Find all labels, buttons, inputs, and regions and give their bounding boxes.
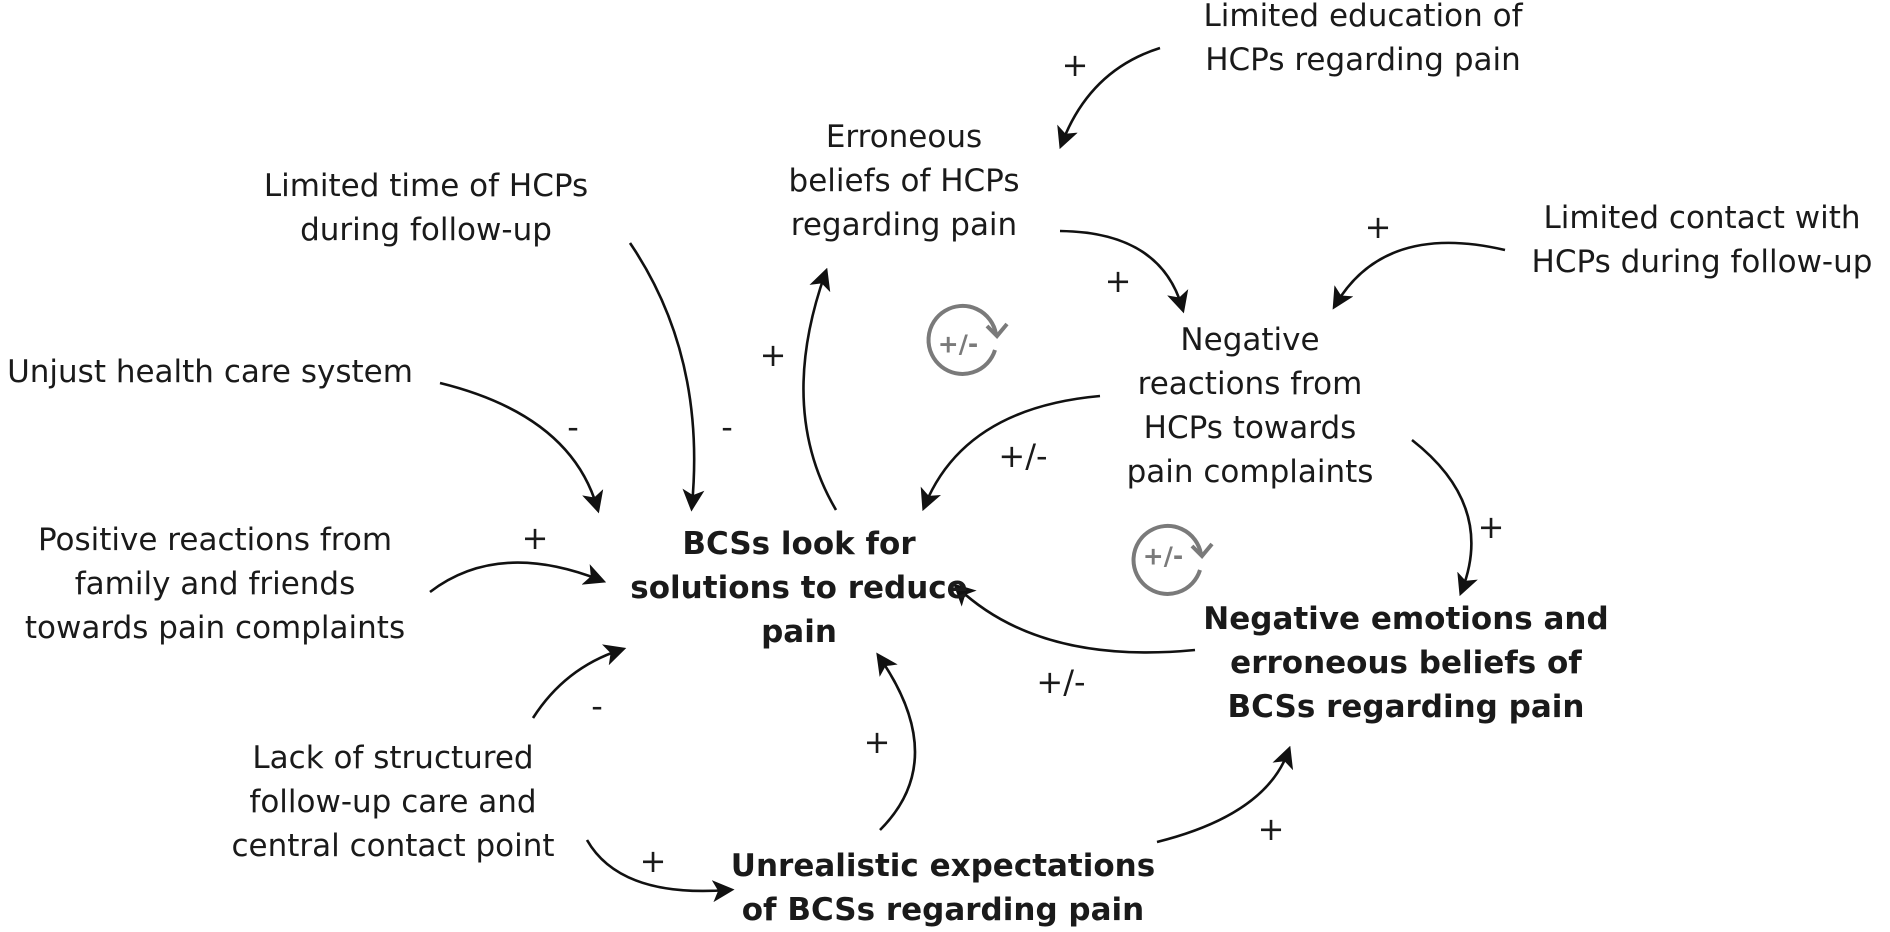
sign-negemo-bcs: +/- (1036, 663, 1086, 701)
sign-negreact-bcs: +/- (998, 437, 1048, 475)
node-unjust-health-care: Unjust health care system (7, 354, 413, 390)
sign-edu-err: + (1061, 46, 1089, 84)
sign-err-negreact: + (1104, 262, 1132, 300)
arrow-unreal-to-negemo (1156, 745, 1294, 844)
arrow-negreact-to-negemo (1411, 438, 1478, 597)
sign-unreal-bcs: + (863, 723, 891, 761)
arrow-contact-to-negreact (1332, 241, 1506, 310)
sign-lack-unreal: + (639, 842, 667, 880)
arrow-posreact-to-bcs (429, 561, 607, 594)
node-limited-education: Limited education of HCPs regarding pain (1203, 0, 1523, 78)
sign-lack-bcs: - (591, 687, 603, 725)
node-lack-of-structured-care: Lack of structured follow-up care and ce… (231, 740, 555, 864)
loop-symbol-lower (1131, 523, 1214, 596)
loop-label-upper: +/- (937, 329, 979, 359)
arrow-lack-to-unreal (585, 839, 735, 903)
arrow-bcs-to-err (802, 267, 838, 511)
arrow-err-to-negreact (1059, 229, 1189, 314)
arrow-lack-to-bcs (531, 644, 627, 719)
loop-label-lower: +/- (1142, 541, 1184, 571)
sign-time-bcs: - (721, 408, 733, 446)
arrow-time-to-bcs (628, 242, 705, 512)
node-limited-time: Limited time of HCPs during follow-up (263, 168, 589, 248)
node-limited-contact: Limited contact with HCPs during follow-… (1531, 200, 1873, 280)
node-negative-emotions-bcss: Negative emotions and erroneous beliefs … (1203, 601, 1609, 725)
sign-contact-negreact: + (1364, 208, 1392, 246)
node-unrealistic-expectations: Unrealistic expectations of BCSs regardi… (730, 848, 1156, 928)
arrow-unjust-to-bcs (439, 381, 604, 514)
arrow-negreact-to-bcs (920, 394, 1101, 512)
node-bcs-look-for-solutions: BCSs look for solutions to reduce pain (630, 526, 968, 650)
loop-symbol-upper (926, 303, 1009, 376)
arrow-edu-to-err (1057, 46, 1161, 150)
sign-posreact-bcs: + (521, 519, 549, 557)
node-negative-reactions-hcps: Negative reactions from HCPs towards pai… (1126, 322, 1374, 490)
node-erroneous-beliefs-hcps: Erroneous beliefs of HCPs regarding pain (788, 119, 1020, 243)
sign-negreact-negemo: + (1477, 508, 1505, 546)
arrow-unreal-to-bcs (876, 652, 917, 831)
node-positive-reactions-family: Positive reactions from family and frien… (24, 522, 406, 646)
sign-unreal-negemo: + (1257, 810, 1285, 848)
arrow-negemo-to-bcs (953, 583, 1196, 654)
sign-unjust-bcs: - (567, 408, 579, 446)
sign-bcs-err: + (759, 336, 787, 374)
